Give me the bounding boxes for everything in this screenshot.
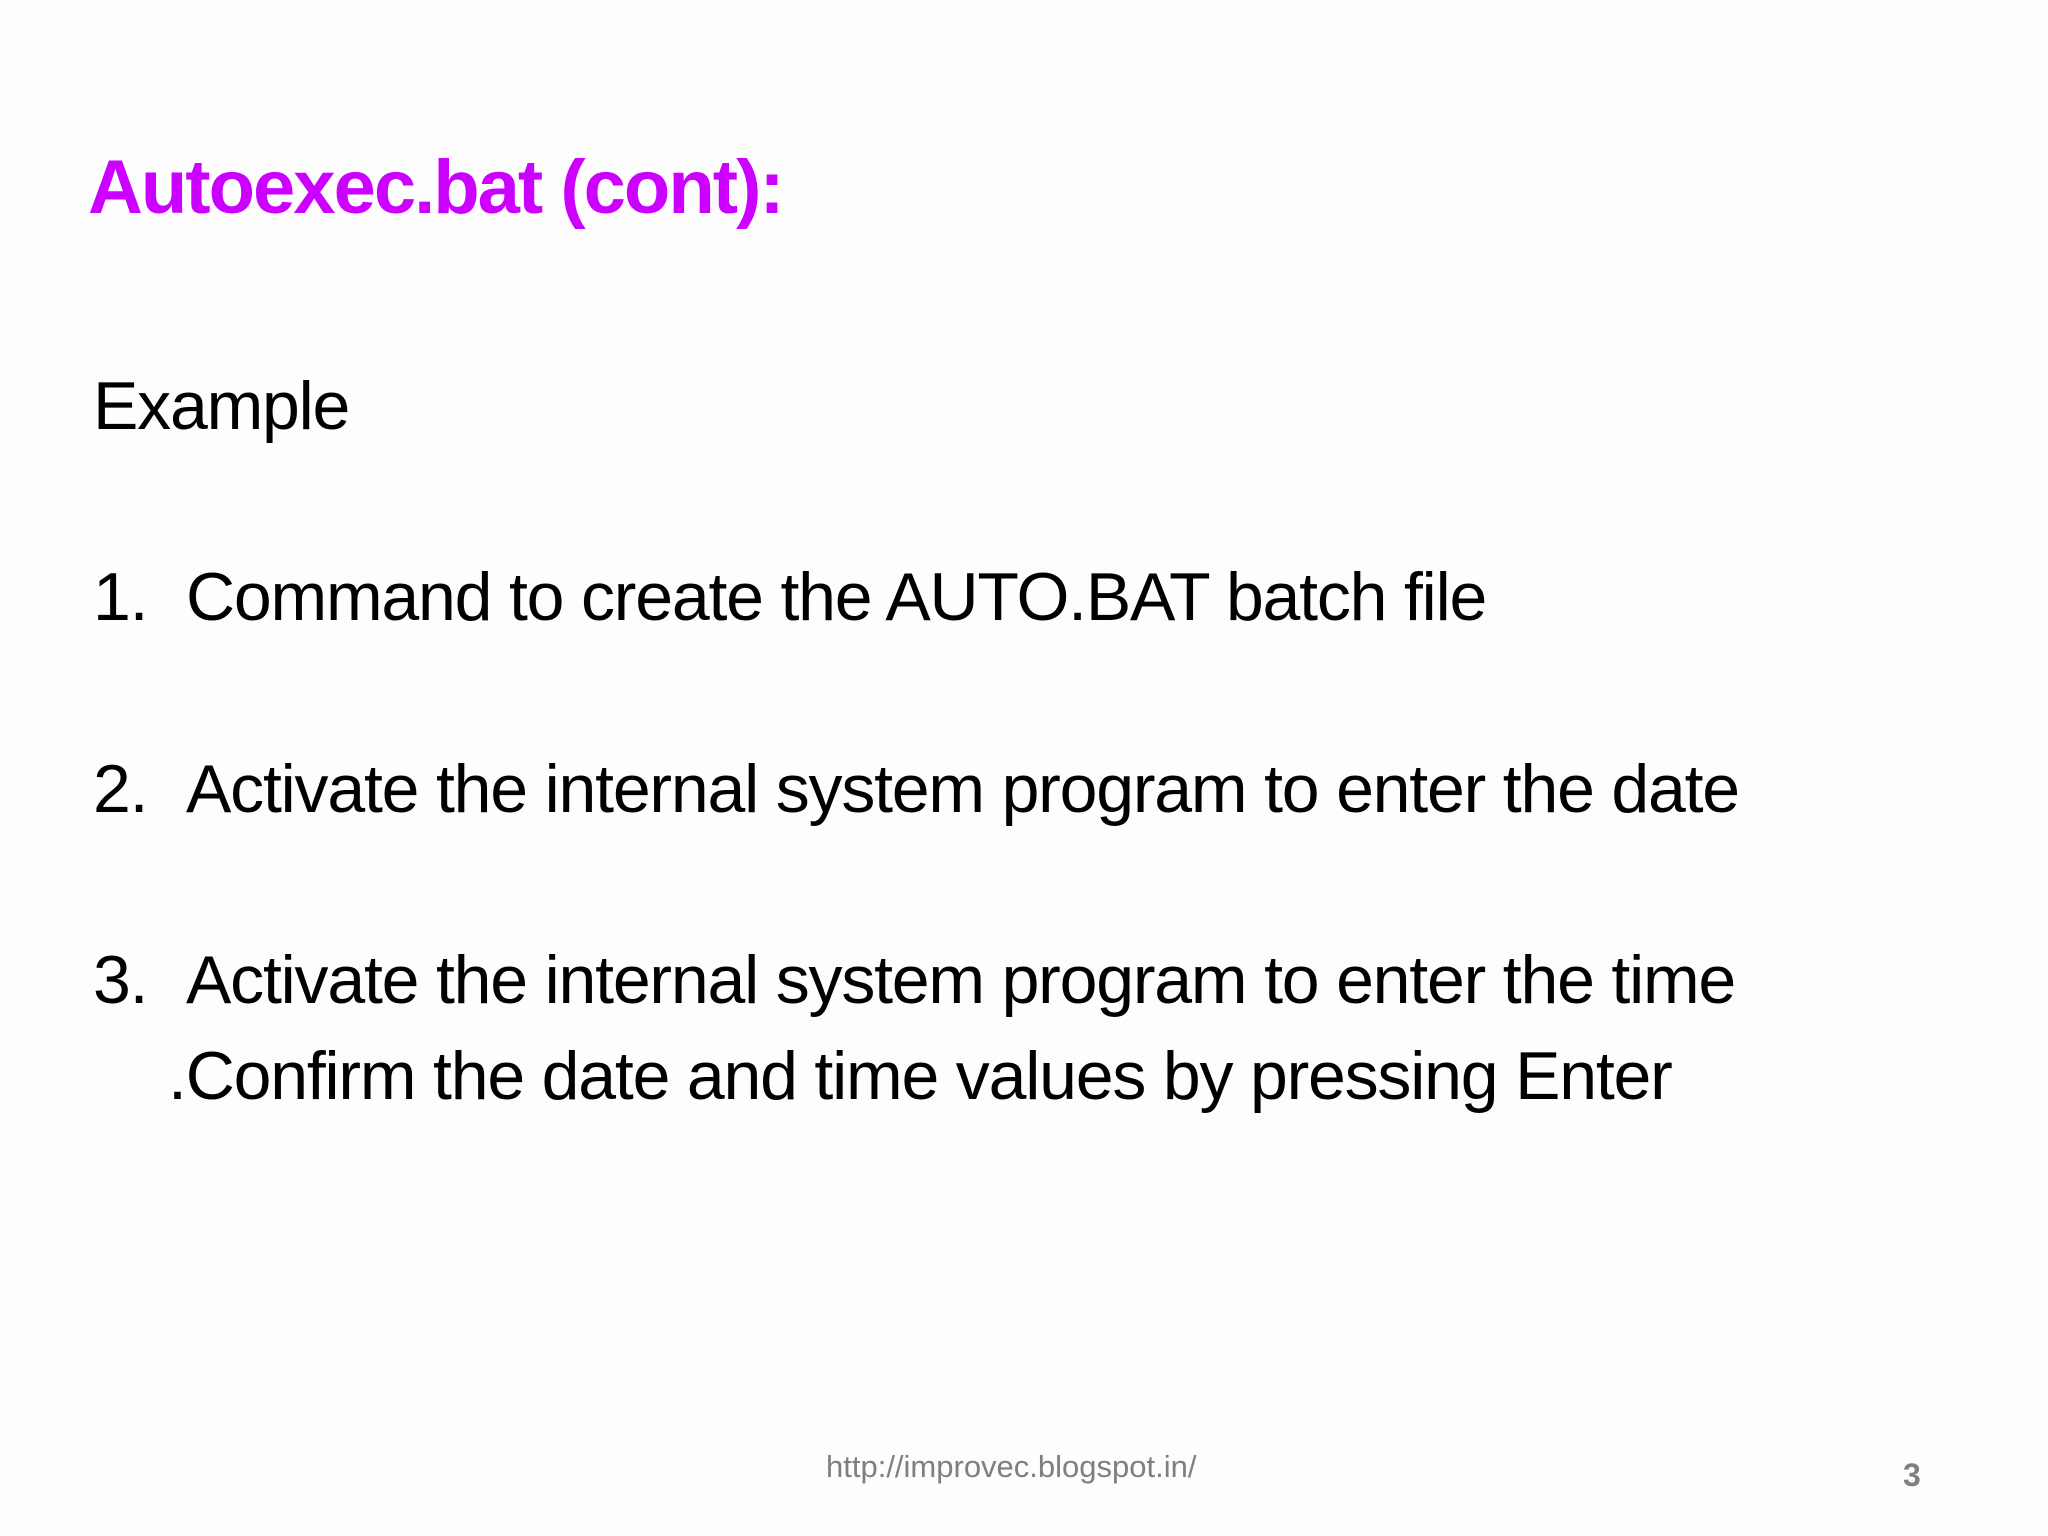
list-item-text: Command to create the AUTO.BAT batch fil… (186, 559, 1487, 635)
list-item-number: 1. (93, 559, 149, 635)
list-item-number: 3. (93, 942, 149, 1018)
intro-text: Example (93, 368, 350, 444)
page-number: 3 (1903, 1457, 1921, 1493)
list-item-text: Activate the internal system program to … (186, 942, 1736, 1018)
footer-url-link[interactable]: http://improvec.blogspot.in/ (826, 1449, 1197, 1484)
continuation-text: .Confirm the date and time values by pre… (168, 1038, 1673, 1114)
list-item-1: 1. Command to create the AUTO.BAT batch f… (93, 559, 1487, 635)
list-item-text: Activate the internal system program to … (186, 751, 1740, 827)
slide-title: Autoexec.bat (cont): (88, 145, 785, 230)
list-item-3: 3. Activate the internal system program t… (93, 942, 1736, 1018)
list-item-number: 2. (93, 751, 149, 827)
list-item-2: 2. Activate the internal system program t… (93, 751, 1740, 827)
